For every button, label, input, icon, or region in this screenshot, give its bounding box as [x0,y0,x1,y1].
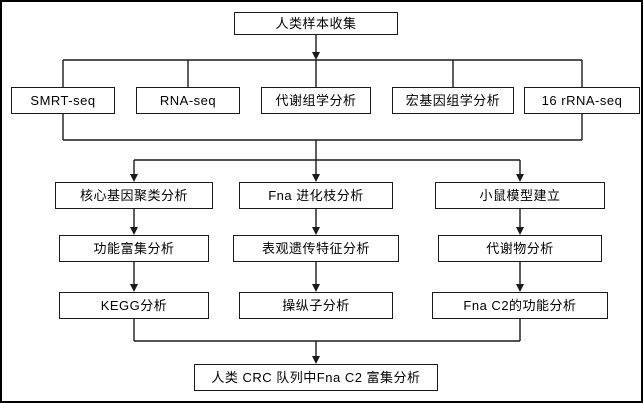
node-metabolomics: 代谢组学分析 [261,87,371,114]
node-rna-seq: RNA-seq [136,87,240,114]
node-smrt-seq: SMRT-seq [11,87,115,114]
arrowheads-analysis-row [130,174,524,182]
edge-seq-to-analysis-branch [62,114,583,175]
edge-column-arrows [133,209,521,285]
node-crc-cohort-fna-c2-enrichment: 人类 CRC 队列中Fna C2 富集分析 [194,364,438,391]
node-core-gene-clustering: 核心基因聚类分析 [55,182,213,209]
node-16-rrna-seq: 16 rRNA-seq [524,87,640,114]
node-human-sample-collection: 人类样本收集 [234,12,398,35]
arrowheads-column [130,227,524,292]
arrowhead-final [312,356,320,364]
node-functional-enrichment: 功能富集分析 [59,235,209,262]
node-fna-clade-analysis: Fna 进化枝分析 [239,182,393,209]
arrowhead-top-distribution [312,52,320,60]
node-epigenetic-features: 表观遗传特征分析 [233,235,399,262]
node-operon-analysis: 操纵子分析 [239,292,393,319]
edge-top-to-sample-methods [62,35,583,87]
node-fna-c2-function: Fna C2的功能分析 [432,292,608,319]
node-metabolite-analysis: 代谢物分析 [438,235,602,262]
node-metagenomics: 宏基因组学分析 [392,87,514,114]
edge-merge-to-final [133,319,521,357]
node-kegg-analysis: KEGG分析 [59,292,209,319]
node-mouse-model: 小鼠模型建立 [435,182,605,209]
